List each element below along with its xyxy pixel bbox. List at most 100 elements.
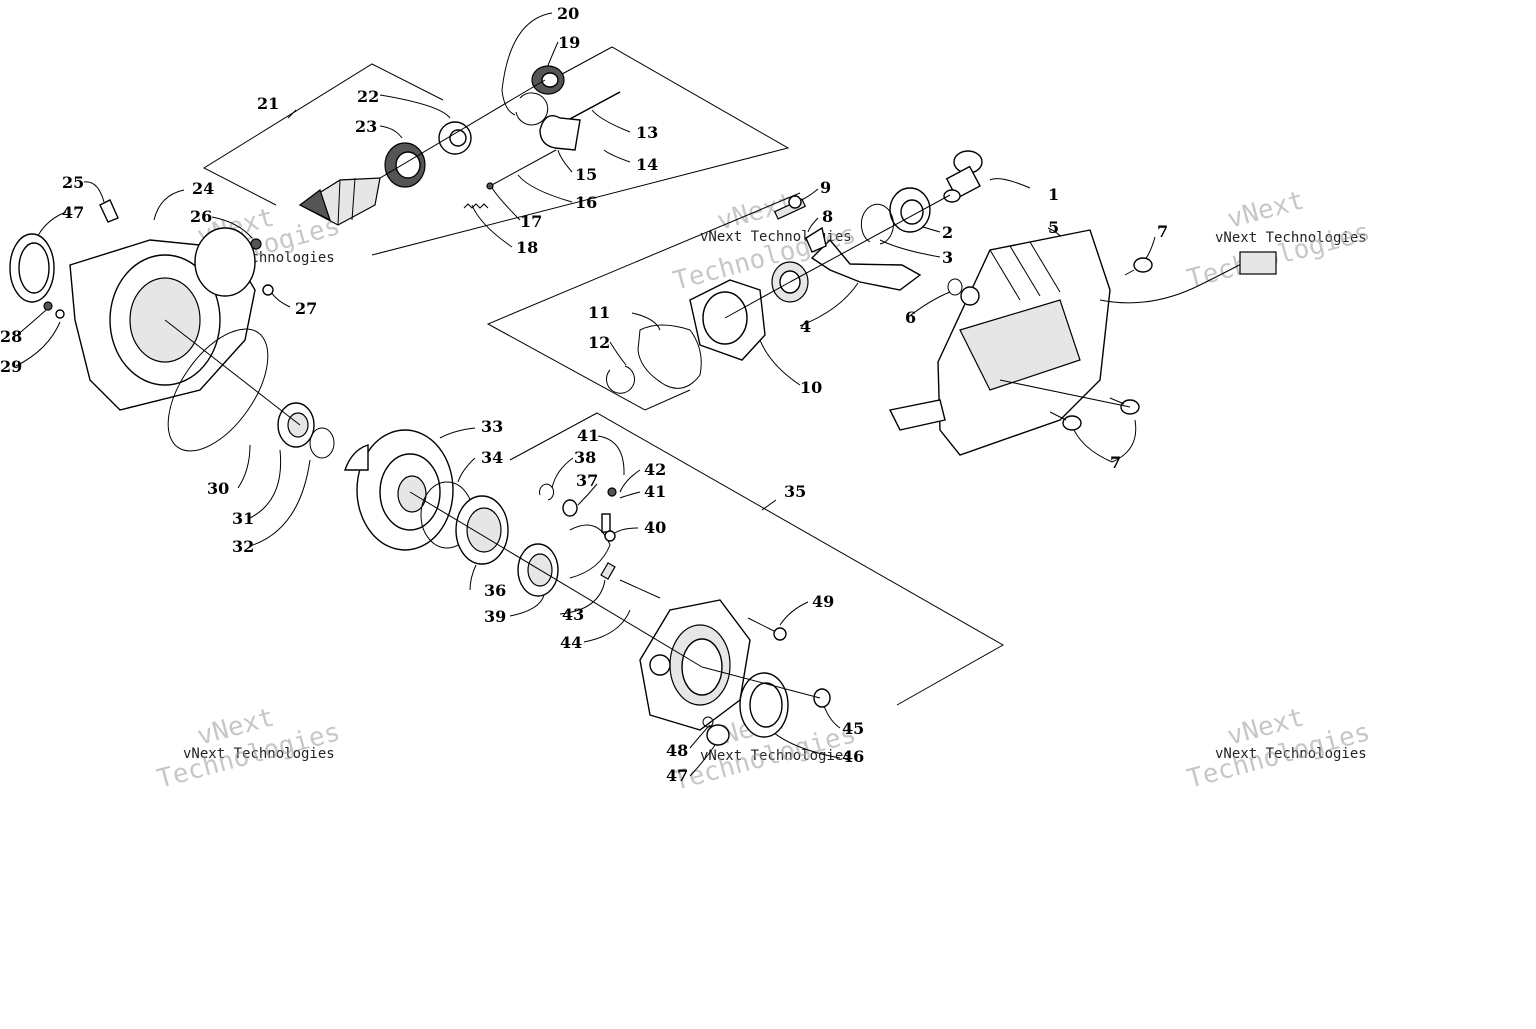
part-1-vent-plug [943, 150, 983, 203]
callout-1: 1 [1048, 185, 1059, 204]
svg-text:vNext Technologies: vNext Technologies [1215, 230, 1367, 246]
part-5-gear-case-actuator [888, 229, 1277, 456]
part-30-o-ring-large [167, 328, 269, 452]
part-47-seal-left [9, 233, 55, 303]
callout-27: 27 [295, 299, 317, 318]
callout-7a: 7 [1157, 222, 1168, 241]
callout-49: 49 [812, 592, 834, 611]
part-49-bolt [747, 617, 787, 641]
callout-46: 46 [842, 747, 864, 766]
callout-40: 40 [644, 518, 666, 537]
part-39-seal [517, 543, 559, 597]
callout-20: 20 [557, 4, 579, 23]
svg-text:vNext Technologies: vNext Technologies [183, 746, 335, 762]
part-6-o-ring [947, 278, 980, 306]
callout-39: 39 [484, 607, 506, 626]
callout-29: 29 [0, 357, 22, 376]
callout-15: 15 [575, 165, 597, 184]
part-24-front-housing [69, 227, 256, 411]
callout-26: 26 [190, 207, 212, 226]
part-3-snap-ring [860, 203, 894, 245]
callout-10: 10 [800, 378, 822, 397]
callout-31: 31 [232, 509, 254, 528]
callout-36: 36 [484, 581, 506, 600]
part-33-ring-gear [344, 429, 454, 551]
callout-3: 3 [942, 248, 953, 267]
callout-25: 25 [62, 173, 84, 192]
part-40-41-42-linkage [569, 487, 617, 579]
watermark-right-lower: vNext vNext Technologies Technologies [1184, 703, 1373, 795]
callout-6: 6 [905, 308, 916, 327]
callout-37: 37 [576, 471, 598, 490]
callout-32: 32 [232, 537, 254, 556]
callout-44: 44 [560, 633, 582, 652]
axis-lines [164, 79, 1131, 699]
part-20-snap-ring [515, 92, 549, 126]
callout-28: 28 [0, 327, 22, 346]
part-17-18-spring [463, 182, 494, 209]
svg-text:vNext: vNext [1224, 186, 1307, 235]
callout-17: 17 [520, 212, 542, 231]
svg-text:Technologies: Technologies [1184, 217, 1373, 295]
callout-11: 11 [588, 303, 610, 322]
callout-12: 12 [588, 333, 610, 352]
part-25-fitting [99, 199, 119, 223]
part-pinion-gear [298, 177, 381, 226]
part-16-shaft [489, 149, 557, 187]
callout-8: 8 [822, 207, 833, 226]
callout-48: 48 [666, 741, 688, 760]
callout-41a: 41 [577, 426, 599, 445]
callout-2: 2 [942, 223, 953, 242]
part-47-48-drain-plug [702, 716, 730, 746]
part-26-27-hardware [250, 238, 274, 296]
part-28-29-plug [43, 301, 65, 319]
callout-45: 45 [842, 719, 864, 738]
callout-34: 34 [481, 448, 503, 467]
callout-47a: 47 [62, 203, 84, 222]
part-4-bracket [810, 238, 922, 291]
callout-23: 23 [355, 117, 377, 136]
svg-text:vNext Technologies: vNext Technologies [1215, 746, 1367, 762]
callout-33: 33 [481, 417, 503, 436]
group-bracket-shift-assembly [486, 192, 801, 411]
callout-38: 38 [574, 448, 596, 467]
callout-42: 42 [644, 460, 666, 479]
group-bracket-35 [509, 412, 1005, 706]
part-15-shift-fork [539, 115, 581, 151]
callout-14: 14 [636, 155, 658, 174]
callout-21: 21 [257, 94, 279, 113]
callout-9: 9 [820, 178, 831, 197]
part-22-23-bearings [384, 121, 472, 188]
callout-13: 13 [636, 123, 658, 142]
part-rear-cover [639, 599, 751, 731]
part-8-9-bolt [773, 195, 827, 253]
callout-47b: 47 [666, 766, 688, 785]
part-11-gasket [637, 324, 702, 389]
part-31-32-bearing-shim [277, 402, 335, 459]
part-43-44-pin [600, 562, 661, 599]
part-19-bearing [531, 65, 565, 95]
callout-18: 18 [516, 238, 538, 257]
callout-labels: 1 2 3 4 5 6 7 7 8 9 10 11 12 13 14 15 16… [0, 4, 1168, 785]
part-45-46-seal [739, 672, 831, 738]
watermark-left-lower: vNext vNext Technologies Technologies [154, 703, 343, 795]
callout-35: 35 [784, 482, 806, 501]
part-13-shift-rod [567, 91, 621, 121]
callout-30: 30 [207, 479, 229, 498]
callout-4: 4 [800, 317, 811, 336]
callout-5: 5 [1048, 218, 1059, 237]
callout-24: 24 [192, 179, 214, 198]
callout-22: 22 [357, 87, 379, 106]
part-12-snap-ring [606, 365, 635, 394]
callout-43: 43 [562, 605, 584, 624]
part-37-38-ring-washer [539, 483, 578, 517]
callout-7b: 7 [1110, 453, 1121, 472]
callout-19: 19 [558, 33, 580, 52]
part-2-seal [889, 187, 931, 233]
group-bracket-21 [202, 46, 790, 256]
callout-41b: 41 [644, 482, 666, 501]
leader-lines [15, 12, 1156, 777]
callout-16: 16 [575, 193, 597, 212]
